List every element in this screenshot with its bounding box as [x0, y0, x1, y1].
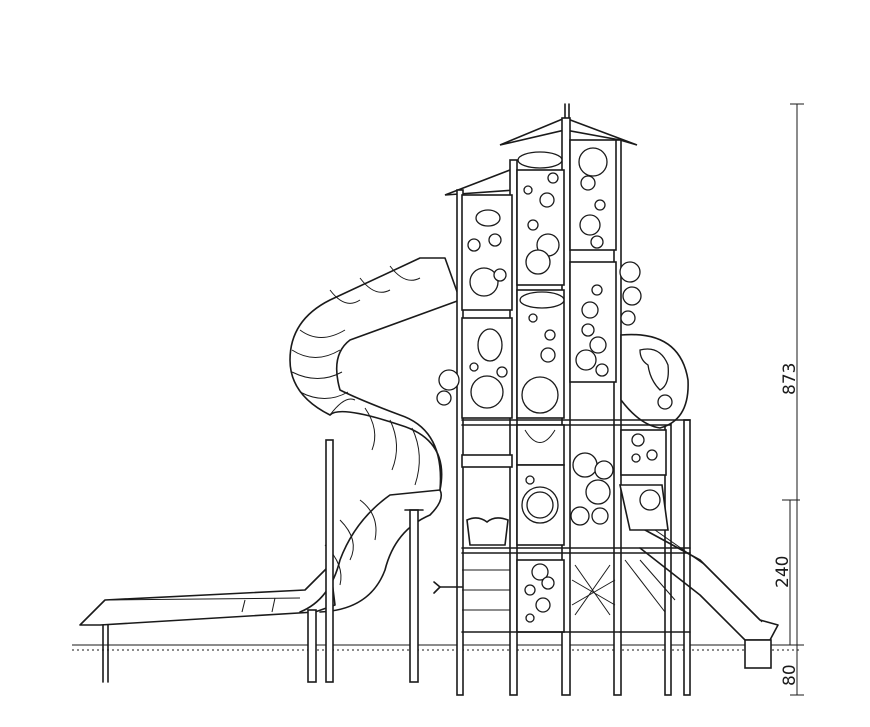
dim-label-foundation-depth: 80: [780, 664, 800, 686]
dim-label-total-height: 873: [780, 363, 800, 395]
ground-line: [72, 644, 800, 651]
flat-slide: [619, 484, 779, 669]
tube-slide: [79, 257, 461, 683]
climbing-holds: [467, 147, 658, 463]
middle-level: [461, 419, 691, 554]
bubble-decorations: [436, 261, 642, 526]
dim-label-platform-height: 240: [773, 556, 793, 588]
dimension-lines: [782, 103, 804, 696]
lower-climbing-frames: [433, 559, 691, 633]
tower-posts: [456, 117, 691, 696]
round-climbing-disc: [620, 333, 689, 429]
